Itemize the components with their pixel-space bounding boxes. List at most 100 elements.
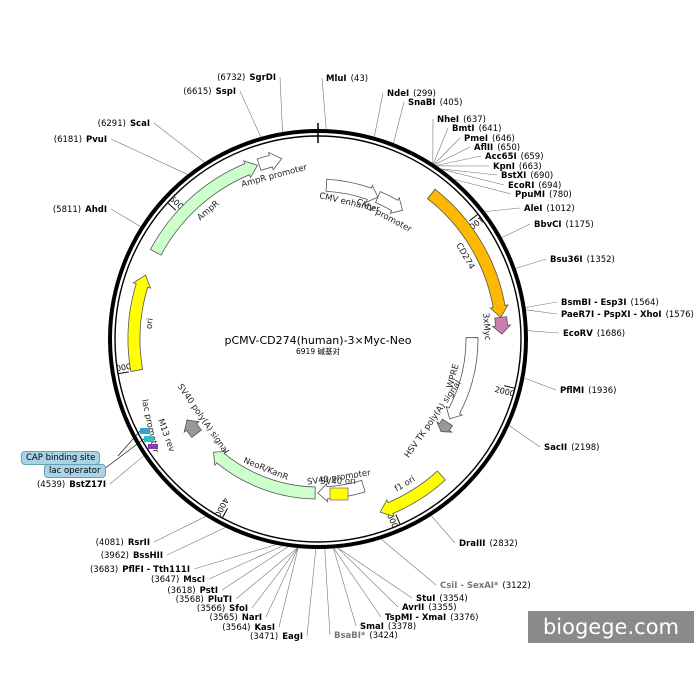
site-position: (3424) <box>369 631 397 641</box>
site-leader <box>433 127 449 164</box>
site-ppumi: PpuMI (780) <box>454 179 572 200</box>
site-position: (659) <box>521 152 544 162</box>
site-position: (405) <box>440 98 463 108</box>
site-position: (694) <box>538 181 561 191</box>
site-name: NheI <box>437 115 459 125</box>
feature-label-hsv-tk-polya: HSV TK poly(A) signal <box>403 379 464 460</box>
site-label: KpnI(663) <box>493 162 542 172</box>
site-bbvci: BbvCI(1175) <box>501 220 594 238</box>
site-label: (3683)PflFI - Tth111I <box>90 565 190 575</box>
feature-neor-kanr <box>213 450 316 500</box>
site-pluti: (3568)PluTI <box>176 547 298 605</box>
site-name: ScaI <box>130 119 150 129</box>
site-leader <box>525 301 558 308</box>
site-label: (3565) NarI <box>210 613 262 623</box>
site-leader <box>109 455 144 485</box>
sv40-ori-box <box>329 487 349 501</box>
site-leader <box>501 223 531 238</box>
site-name: EcoRV <box>563 329 593 339</box>
feature-cmv-enhancer <box>325 178 379 204</box>
site-kasi: (3564)KasI <box>222 547 299 633</box>
site-label: StuI(3354) <box>416 594 468 604</box>
site-label: Acc65I(659) <box>485 152 544 162</box>
site-name: BmtI <box>452 124 475 134</box>
site-nari: (3565) NarI <box>210 547 299 623</box>
site-position: (1175) <box>566 220 594 230</box>
site-name: SspI <box>216 87 236 97</box>
site-stui: StuI(3354) <box>337 547 468 604</box>
site-label: (3566)SfoI <box>197 604 248 614</box>
site-label: BmtI(641) <box>452 124 501 134</box>
site-name: SmaI <box>360 622 384 632</box>
site-position: (6291) <box>98 119 126 129</box>
site-bsshii: (3962)BssHII <box>101 527 226 561</box>
site-name: CsiI - SexAI* <box>440 581 499 591</box>
site-name: NarI <box>242 613 262 623</box>
tick-label: 2000 <box>494 385 516 399</box>
tick-mark <box>504 385 516 389</box>
site-position: (3566) <box>197 604 225 614</box>
site-label: CsiI - SexAI*(3122) <box>440 581 531 591</box>
site-leader <box>434 137 461 165</box>
site-leader <box>333 548 382 618</box>
site-mlui: MluI (43) <box>321 74 368 130</box>
site-label: (3564)KasI <box>222 623 275 633</box>
site-label: (4539)BstZ17I <box>37 480 106 490</box>
site-position: (3565) <box>210 613 238 623</box>
site-nhei: NheI(637) <box>432 115 486 164</box>
site-position: (646) <box>492 134 515 144</box>
lac-operator-marker <box>144 436 154 442</box>
site-position: (6181) <box>54 135 82 145</box>
site-position: (1352) <box>587 255 615 265</box>
site-leader <box>321 77 327 130</box>
site-position: (1686) <box>597 329 625 339</box>
site-bsu36i: Bsu36I(1352) <box>515 255 615 269</box>
site-position: (3122) <box>502 581 530 591</box>
site-sfoi: (3566)SfoI <box>197 547 298 614</box>
site-label: (3962)BssHII <box>101 551 163 561</box>
site-position: (299) <box>413 89 436 99</box>
site-name: MluI <box>326 74 347 84</box>
site-leader <box>153 516 206 543</box>
tick-label: 4000 <box>213 496 231 518</box>
sv40-ori-label: SV40 ori <box>320 477 356 487</box>
site-leader <box>235 547 298 600</box>
site-label: EcoRV (1686) <box>563 329 625 339</box>
site-scai: (6291) ScaI <box>98 119 205 163</box>
tick-mark <box>395 514 401 525</box>
site-position: (4539) <box>37 480 65 490</box>
site-position: (43) <box>351 74 368 84</box>
site-name: KpnI <box>493 162 515 172</box>
site-leader <box>166 527 226 556</box>
site-position: (1576) <box>666 310 694 320</box>
site-rsrii: (4081)RsrII <box>96 516 206 548</box>
cap-binding-site-label: CAP binding site <box>21 451 101 465</box>
site-label: (6181)PvuI <box>54 135 107 145</box>
site-label: DraIII(2832) <box>459 539 518 549</box>
site-name: StuI <box>416 594 435 604</box>
site-leader <box>337 547 413 599</box>
site-leader <box>279 76 283 133</box>
site-paer7i-pspxi-xhoi: PaeR7I - PspXI - XhoI(1576) <box>525 309 694 320</box>
site-label: SmaI(3378) <box>360 622 416 632</box>
site-name: NdeI <box>387 89 409 99</box>
site-label: BsmBI - Esp3I(1564) <box>561 298 659 308</box>
site-label: PmeI(646) <box>464 134 515 144</box>
site-position: (6732) <box>217 73 245 83</box>
site-leader <box>278 547 299 628</box>
site-name: TspMI - XmaI <box>385 613 446 623</box>
site-position: (780) <box>549 190 572 200</box>
site-label: PflMI(1936) <box>560 386 616 396</box>
site-avrii: AvrII(3355) <box>337 547 457 613</box>
site-name: PpuMI <box>515 190 545 200</box>
feature-hsv-tk-polya <box>436 418 454 433</box>
site-leader <box>454 179 512 195</box>
site-label: (4081)RsrII <box>96 538 150 548</box>
site-label: AleI(1012) <box>524 204 575 214</box>
site-label: SacII(2198) <box>544 443 600 453</box>
tick-mark <box>117 371 129 375</box>
feature-label-sv40-polya: SV40 poly(A) signal <box>175 382 231 456</box>
site-bsmbi-esp3i: BsmBI - Esp3I(1564) <box>525 298 659 308</box>
